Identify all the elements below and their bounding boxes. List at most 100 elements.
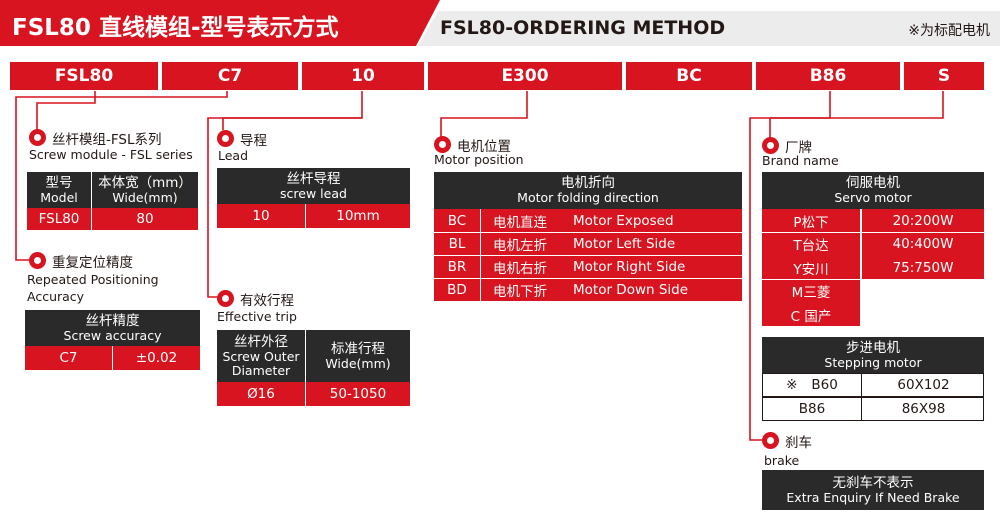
table-header-cell: 丝杆导程 screw lead: [280, 170, 347, 201]
table-header-row: 丝杆精度 Screw accuracy: [25, 310, 200, 346]
series-table: 型号 Model 本体宽（mm） Wide(mm) FSL80 80: [27, 172, 198, 230]
table-header-cell: 型号 Model: [40, 174, 78, 205]
code-series: FSL80: [10, 62, 158, 90]
table-header-row: 伺服电机 Servo motor: [762, 172, 984, 209]
series-label-cn: 丝杆模组-FSL系列: [52, 132, 162, 148]
table-cell: Motor Left Side: [573, 235, 676, 252]
table-header-cell: 丝杆精度 Screw accuracy: [63, 312, 162, 343]
lead-label-en: Lead: [218, 148, 249, 163]
brake-label-en: brake: [764, 453, 800, 468]
table-cell: BC: [447, 212, 467, 229]
table-row: 10 10mm: [217, 204, 410, 228]
table-cell: 电机左折: [493, 237, 547, 254]
table-header-row: 步进电机 Stepping motor: [762, 337, 984, 373]
table-header-row: 型号 Model 本体宽（mm） Wide(mm): [27, 172, 198, 208]
table-row: BD 电机下折 Motor Down Side: [434, 278, 742, 301]
table-cell: 60X102: [897, 377, 950, 393]
series-label-en: Screw module - FSL series: [29, 147, 193, 162]
table-header-row: 丝杆导程 screw lead: [217, 168, 410, 204]
table-cell: 75:750W: [862, 256, 984, 279]
accuracy-table: 丝杆精度 Screw accuracy C7 ±0.02: [25, 310, 200, 370]
stroke-label-cn: 有效行程: [240, 293, 294, 309]
table-cell: BD: [447, 281, 467, 298]
table-cell: BR: [447, 258, 467, 275]
stepper-code: B60: [811, 377, 838, 393]
table-header-cell: 本体宽（mm） Wide(mm): [98, 174, 192, 205]
motor-position-label-cn: 电机位置: [457, 139, 511, 155]
brake-note-en: Extra Enquiry If Need Brake: [786, 489, 960, 505]
header-title-bar: FSL80 直线模组-型号表示方式: [0, 0, 440, 46]
code-brand: B86: [756, 62, 900, 90]
table-row: ※ B60 60X102: [762, 373, 984, 397]
table-row: BL 电机左折 Motor Left Side: [434, 232, 742, 255]
table-cell: Motor Down Side: [573, 281, 689, 298]
bullet-dot-icon: [217, 290, 234, 307]
accuracy-label-en: Repeated Positioning: [27, 272, 159, 287]
table-header-row: 电机折向 Motor folding direction: [434, 172, 742, 209]
standard-motor-note: ※为标配电机: [908, 23, 990, 39]
table-cell: ※ B60: [763, 374, 861, 396]
table-cell: Motor Right Side: [573, 258, 686, 275]
bullet-dot-icon: [29, 129, 46, 146]
table-cell: BL: [448, 235, 466, 252]
table-cell: 电机右折: [493, 260, 547, 277]
table-header-cell: 伺服电机 Servo motor: [834, 175, 912, 205]
brake-label-cn: 刹车: [785, 435, 812, 451]
table-cell: Motor Exposed: [573, 212, 674, 229]
stroke-label-en: Effective trip: [217, 309, 297, 324]
table-cell: Y安川: [762, 256, 860, 279]
motor-position-table: 电机折向 Motor folding direction BC 电机直连 Motor…: [434, 172, 742, 302]
lead-table: 丝杆导程 screw lead 10 10mm: [217, 168, 410, 228]
page-title: FSL80 直线模组-型号表示方式: [12, 15, 339, 41]
table-cell: 86X98: [901, 401, 946, 417]
motor-position-label-en: Motor position: [434, 152, 524, 167]
code-lead: 10: [302, 62, 424, 90]
table-row: FSL80 80: [27, 208, 198, 230]
lead-label-cn: 导程: [240, 133, 267, 149]
table-cell: P松下: [762, 209, 860, 232]
table-row: C7 ±0.02: [25, 346, 200, 370]
stroke-table: 丝杆外径 Screw Outer Diameter 标准行程 Wide(mm) …: [217, 330, 410, 406]
table-row: BR 电机右折 Motor Right Side: [434, 255, 742, 278]
bullet-dot-icon: [762, 137, 779, 154]
table-header-cell: 电机折向 Motor folding direction: [517, 175, 659, 205]
table-header-row: 丝杆外径 Screw Outer Diameter 标准行程 Wide(mm): [217, 330, 410, 382]
table-cell: 20:200W: [862, 209, 984, 232]
table-cell: 40:400W: [862, 232, 984, 256]
table-row: B86 86X98: [762, 397, 984, 421]
standard-mark: ※: [786, 377, 798, 393]
table-row: Ø16 50-1050: [217, 382, 410, 406]
brake-note-cn: 无刹车不表示: [832, 474, 914, 491]
code-stroke: E300: [428, 62, 622, 90]
brand-label-cn: 厂牌: [785, 140, 812, 156]
table-cell: C 国产: [762, 303, 860, 326]
table-header-cell: 标准行程 Wide(mm): [325, 340, 391, 371]
table-row: M三菱: [762, 279, 984, 303]
brake-note-box: 无刹车不表示 Extra Enquiry If Need Brake: [762, 470, 984, 510]
accuracy-label-cn: 重复定位精度: [52, 255, 133, 271]
stepper-code: B86: [798, 401, 826, 417]
table-row: BC 电机直连 Motor Exposed: [434, 209, 742, 232]
bullet-dot-icon: [434, 136, 451, 153]
bullet-dot-icon: [29, 252, 46, 269]
accuracy-label-en-2: Accuracy: [27, 289, 85, 304]
code-accuracy: C7: [162, 62, 298, 90]
bullet-dot-icon: [217, 130, 234, 147]
bullet-dot-icon: [762, 432, 779, 449]
table-cell: 电机下折: [493, 283, 547, 300]
table-cell: 电机直连: [493, 214, 547, 231]
brand-label-en: Brand name: [762, 153, 839, 168]
table-row: C 国产: [762, 303, 984, 326]
table-header-cell: 丝杆外径 Screw Outer Diameter: [222, 333, 300, 378]
table-cell: T台达: [762, 232, 860, 256]
table-cell: B86: [763, 398, 861, 420]
code-motor-position: BC: [626, 62, 752, 90]
header-subtitle-bar: FSL80-ORDERING METHOD ※为标配电机: [418, 11, 1000, 46]
code-brake: S: [904, 62, 984, 90]
table-header-cell: 步进电机 Stepping motor: [824, 339, 922, 370]
